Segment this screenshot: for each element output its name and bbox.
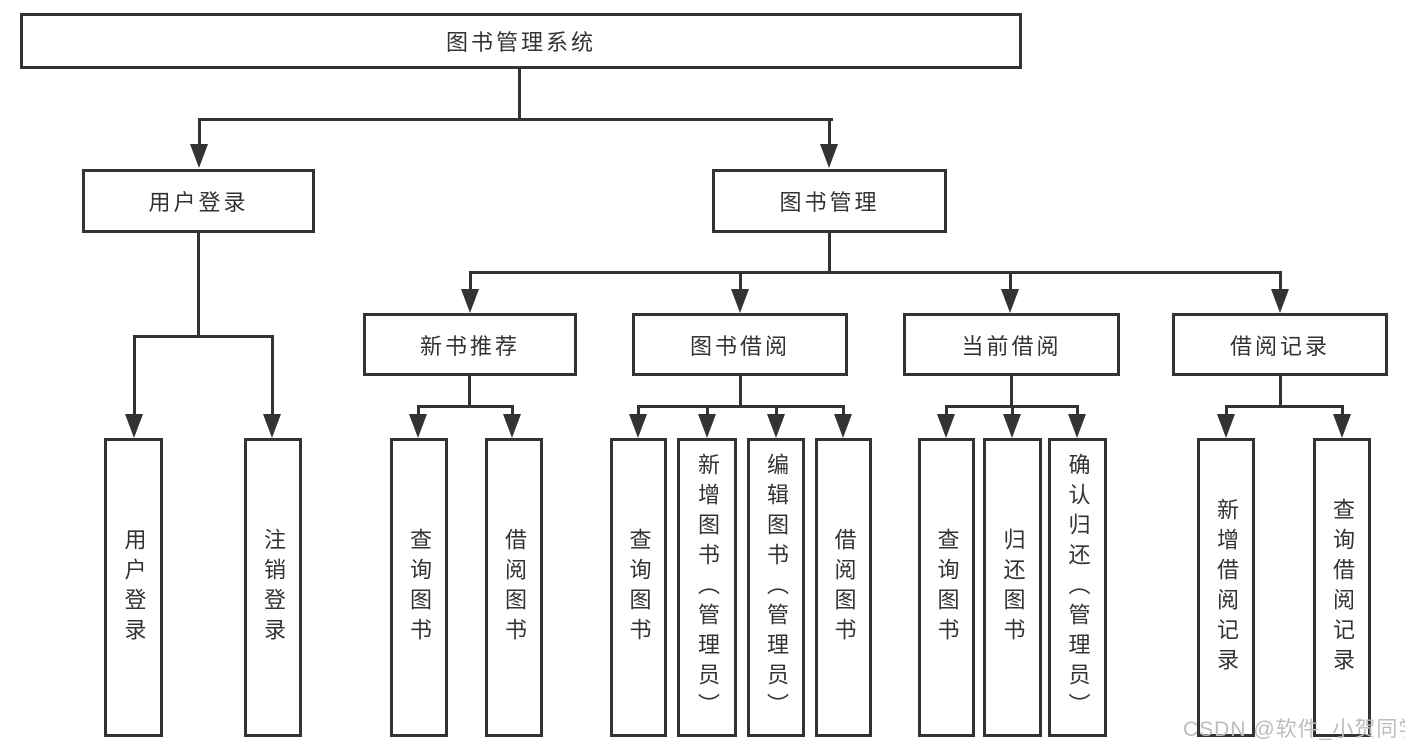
arrow-down-icon	[461, 289, 479, 313]
arrow-down-icon	[125, 414, 143, 438]
node-book-management-label: 图书管理	[779, 190, 880, 215]
connector-line	[1011, 405, 1014, 418]
connector-line	[468, 376, 471, 408]
node-book-borrowing-label: 图书借阅	[689, 333, 790, 359]
connector-line	[1225, 405, 1228, 418]
leaf-user-login: 用户登录	[104, 438, 163, 737]
node-borrowing-records-label: 借阅记录	[1229, 333, 1330, 359]
connector-line	[1010, 376, 1013, 408]
connector-line	[133, 335, 273, 338]
node-book-borrowing: 图书借阅	[632, 313, 848, 376]
leaf-cb-query-books: 查询图书	[918, 438, 975, 737]
node-new-book-recommend: 新书推荐	[363, 313, 577, 376]
arrow-down-icon	[1003, 414, 1021, 438]
leaf-br-add-borrow-record: 新增借阅记录	[1197, 438, 1255, 737]
leaf-logout: 注销登录	[244, 438, 302, 737]
connector-line	[739, 376, 742, 408]
arrow-down-icon	[1333, 414, 1351, 438]
connector-line	[198, 118, 201, 148]
connector-line	[945, 405, 948, 418]
leaf-nb-borrow-books-label: 借阅图书	[502, 527, 527, 648]
leaf-bb-edit-books-admin-label: 编辑图书（管理员）	[764, 452, 789, 723]
connector-line	[828, 118, 831, 148]
leaf-bb-borrow-books-label: 借阅图书	[831, 527, 857, 648]
leaf-nb-borrow-books: 借阅图书	[485, 438, 543, 737]
connector-line	[828, 233, 831, 273]
leaf-bb-add-books-admin-label: 新增图书（管理员）	[695, 452, 720, 723]
node-book-management: 图书管理	[712, 169, 947, 233]
arrow-down-icon	[409, 414, 427, 438]
connector-line	[518, 69, 521, 120]
connector-line	[1341, 405, 1344, 418]
connector-line	[637, 405, 640, 418]
arrow-down-icon	[1217, 414, 1235, 438]
connector-line	[637, 405, 845, 408]
leaf-bb-borrow-books: 借阅图书	[815, 438, 872, 737]
leaf-br-query-borrow-record-label: 查询借阅记录	[1330, 497, 1355, 678]
leaf-nb-query-books-label: 查询图书	[407, 527, 432, 648]
node-library-system-label: 图书管理系统	[445, 30, 596, 55]
node-new-book-recommend-label: 新书推荐	[419, 333, 520, 359]
leaf-bb-query-books-label: 查询图书	[626, 527, 652, 648]
leaf-bb-add-books-admin: 新增图书（管理员）	[677, 438, 737, 737]
leaf-cb-return-books-label: 归还图书	[1000, 527, 1026, 648]
node-current-borrowing: 当前借阅	[903, 313, 1120, 376]
node-user-login-label: 用户登录	[148, 190, 249, 215]
connector-line	[706, 405, 709, 418]
connector-line	[198, 118, 833, 121]
connector-line	[469, 271, 472, 293]
connector-line	[417, 405, 514, 408]
leaf-logout-label: 注销登录	[261, 527, 286, 648]
connector-line	[775, 405, 778, 418]
leaf-br-query-borrow-record: 查询借阅记录	[1313, 438, 1371, 737]
node-library-system: 图书管理系统	[20, 13, 1022, 69]
leaf-br-add-borrow-record-label: 新增借阅记录	[1214, 497, 1239, 678]
leaf-bb-query-books: 查询图书	[610, 438, 667, 737]
connector-line	[197, 233, 200, 338]
node-user-login: 用户登录	[82, 169, 315, 233]
arrow-down-icon	[767, 414, 785, 438]
connector-line	[417, 405, 420, 418]
leaf-user-login-label: 用户登录	[121, 527, 147, 648]
leaf-cb-return-books: 归还图书	[983, 438, 1042, 737]
arrow-down-icon	[1068, 414, 1086, 438]
leaf-bb-edit-books-admin: 编辑图书（管理员）	[747, 438, 805, 737]
leaf-cb-query-books-label: 查询图书	[934, 527, 960, 648]
connector-line	[1009, 271, 1012, 293]
leaf-cb-confirm-return-admin-label: 确认归还（管理员）	[1065, 452, 1091, 723]
connector-line	[133, 335, 136, 418]
arrow-down-icon	[731, 289, 749, 313]
connector-line	[1225, 405, 1344, 408]
leaf-nb-query-books: 查询图书	[390, 438, 448, 737]
connector-line	[271, 335, 274, 418]
arrow-down-icon	[834, 414, 852, 438]
connector-line	[842, 405, 845, 418]
watermark: CSDN @软件_小贺同学	[1183, 718, 1405, 741]
arrow-down-icon	[629, 414, 647, 438]
arrow-down-icon	[1271, 289, 1289, 313]
arrow-down-icon	[263, 414, 281, 438]
arrow-down-icon	[503, 414, 521, 438]
connector-line	[1279, 376, 1282, 408]
leaf-cb-confirm-return-admin: 确认归还（管理员）	[1048, 438, 1107, 737]
arrow-down-icon	[698, 414, 716, 438]
connector-line	[511, 405, 514, 418]
connector-line	[739, 271, 742, 293]
connector-line	[1076, 405, 1079, 418]
arrow-down-icon	[937, 414, 955, 438]
arrow-down-icon	[1001, 289, 1019, 313]
arrow-down-icon	[820, 144, 838, 168]
connector-line	[469, 271, 1282, 274]
connector-line	[1279, 271, 1282, 293]
node-current-borrowing-label: 当前借阅	[961, 333, 1062, 359]
node-borrowing-records: 借阅记录	[1172, 313, 1388, 376]
arrow-down-icon	[190, 144, 208, 168]
